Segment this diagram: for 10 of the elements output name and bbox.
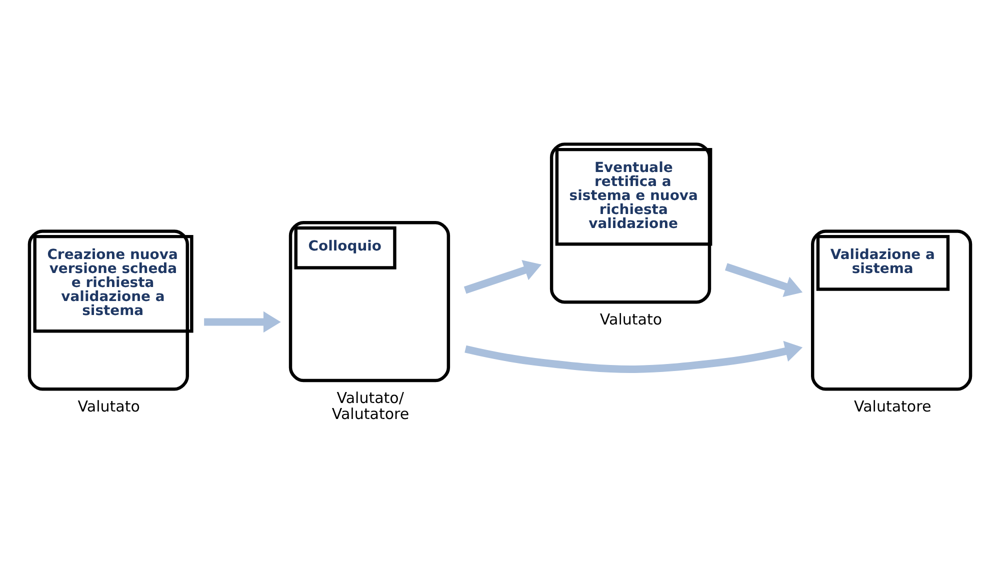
node-label: Valutato (600, 310, 662, 328)
node-box: Validazione a sistema (811, 230, 972, 391)
node-label: Valutato/ Valutatore (332, 388, 410, 423)
node-label: Valutato (78, 397, 140, 416)
node-box: Colloquio (288, 221, 450, 382)
arrow (464, 260, 542, 294)
arrow (204, 311, 281, 333)
arrow (724, 263, 803, 297)
node-label: Valutatore (854, 397, 932, 416)
arrow (464, 340, 803, 373)
